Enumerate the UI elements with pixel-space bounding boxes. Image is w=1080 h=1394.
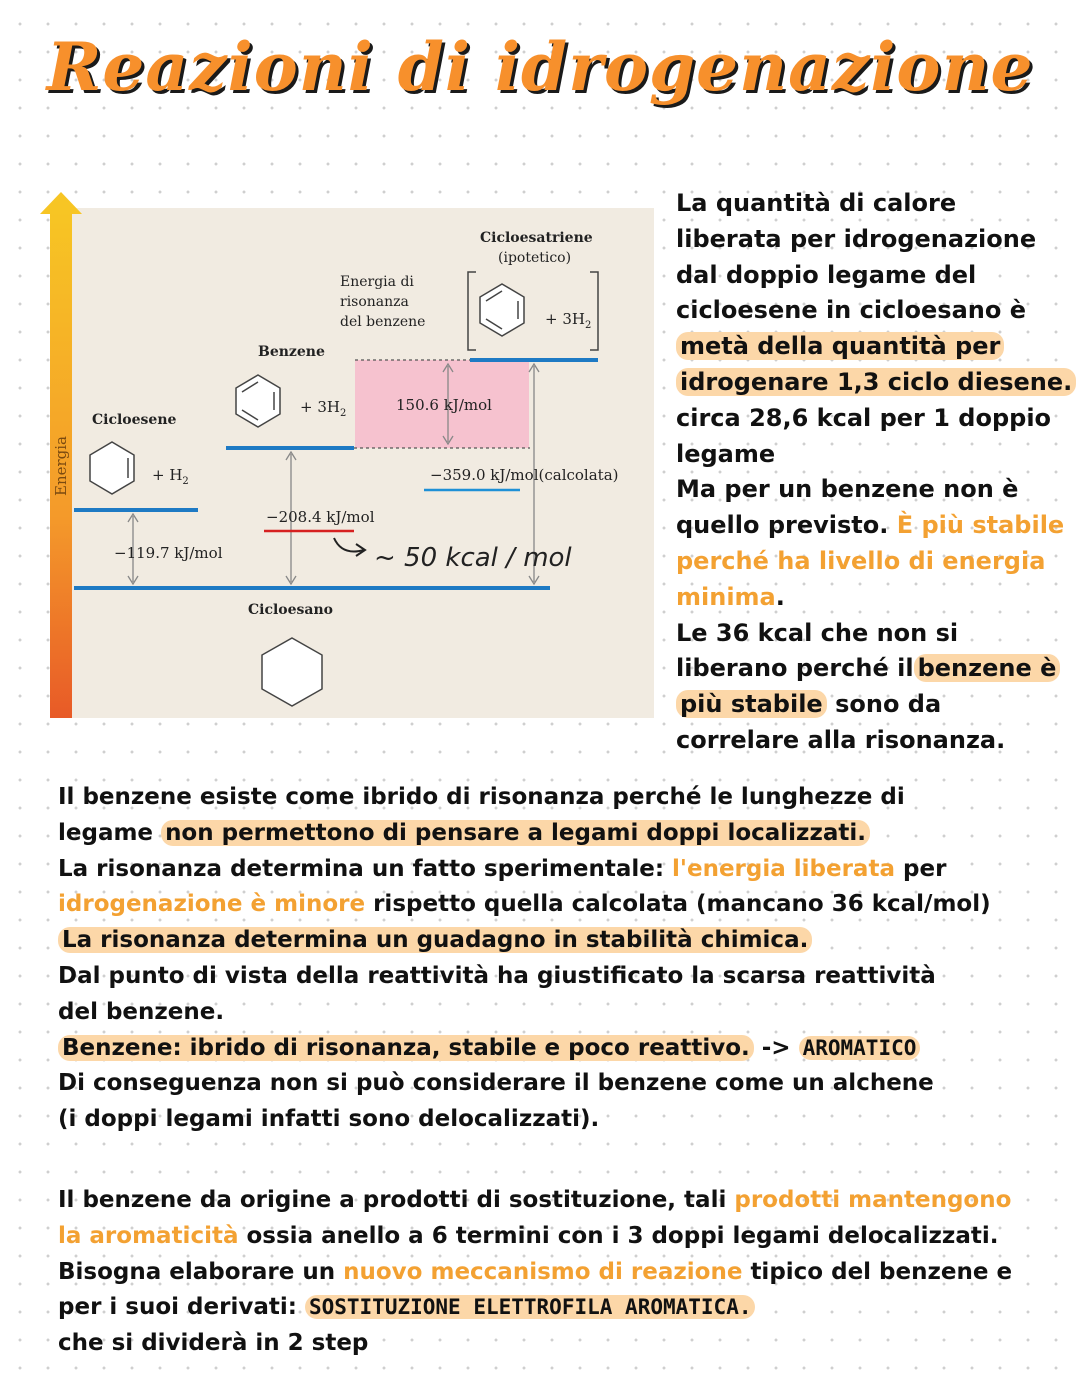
svg-text:del benzene: del benzene — [340, 314, 425, 330]
value-resonance: 150.6 kJ/mol — [396, 396, 492, 414]
page-title: Reazioni di idrogenazione — [46, 28, 1034, 106]
label-benzene: Benzene — [258, 344, 325, 360]
label-cicloesatriene: Cicloesatriene — [480, 230, 593, 246]
svg-text:+ 3H2: + 3H2 — [545, 310, 591, 331]
side-text: La quantità di calore liberata per idrog… — [676, 186, 1077, 759]
axis-label: Energia — [52, 436, 70, 496]
svg-text:Energia di: Energia di — [340, 274, 414, 290]
svg-text:+ 3H2: + 3H2 — [300, 398, 346, 419]
diagram-panel — [70, 208, 654, 718]
handwritten-note: ~ 50 kcal / mol — [374, 543, 572, 573]
label-ipotetico: (ipotetico) — [498, 250, 571, 266]
value-cicloesene: −119.7 kJ/mol — [114, 544, 223, 562]
value-benzene: −208.4 kJ/mol — [266, 508, 375, 526]
svg-text:risonanza: risonanza — [340, 294, 409, 310]
svg-text:+ H2: + H2 — [152, 466, 189, 487]
paragraph-resonance: Il benzene esiste come ibrido di risonan… — [58, 784, 991, 1133]
svg-text:−359.0 kJ/mol(calcolata): −359.0 kJ/mol(calcolata) — [430, 466, 619, 484]
label-cicloesene: Cicloesene — [92, 412, 177, 428]
energy-diagram: Energia Cicloesa — [40, 192, 654, 718]
paragraph-substitution: Il benzene da origine a prodotti di sost… — [58, 1187, 1013, 1357]
resonance-area — [355, 360, 529, 448]
label-cicloesano: Cicloesano — [248, 602, 333, 618]
energy-axis — [50, 212, 72, 718]
